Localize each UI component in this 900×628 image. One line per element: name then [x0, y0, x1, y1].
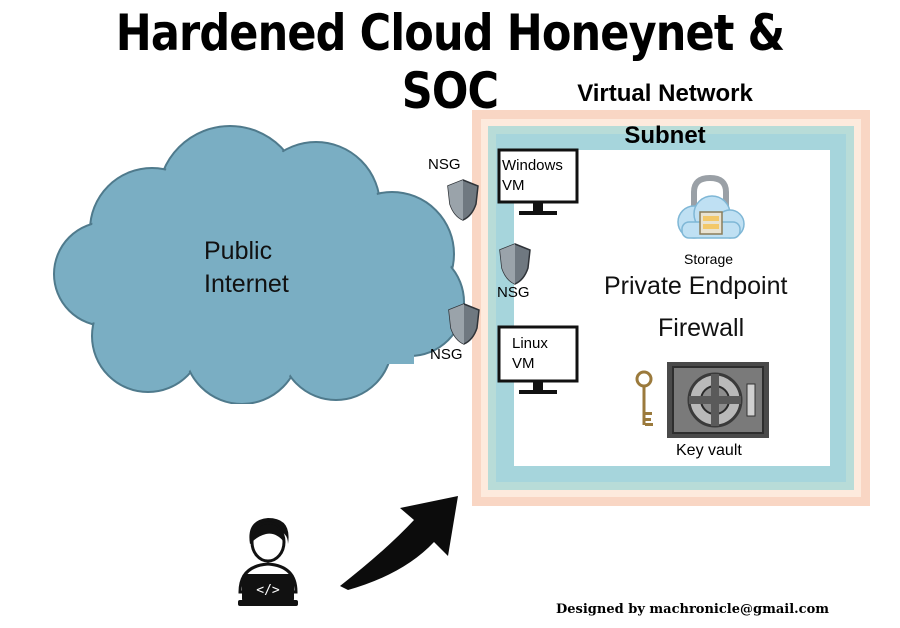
- subnet-label: Subnet: [624, 122, 706, 149]
- hacker-icon: </>: [238, 518, 298, 606]
- nsg-label-top: NSG: [428, 156, 461, 173]
- shield-icon: [447, 179, 479, 221]
- page-title: Hardened Cloud Honeynet & SOC: [115, 4, 785, 120]
- shield-icon: [499, 243, 531, 285]
- credit-text: Designed by machronicle@gmail.com: [556, 602, 829, 617]
- vault-icon: [667, 362, 769, 438]
- key-vault-label: Key vault: [676, 442, 742, 459]
- private-endpoint-label: Private Endpoint: [604, 272, 788, 300]
- firewall-label: Firewall: [658, 314, 745, 342]
- cloud-icon: [53, 125, 465, 404]
- arrow-icon: [340, 496, 458, 590]
- monitor-icon: [497, 148, 579, 215]
- linux-vm-label-line2: VM: [512, 355, 535, 372]
- nsg-label-mid: NSG: [497, 284, 530, 301]
- windows-vm-label-line1: Windows: [502, 157, 563, 174]
- shield-icon: [448, 303, 480, 345]
- linux-vm-label-line1: Linux: [512, 335, 548, 352]
- windows-vm-label-line2: VM: [502, 177, 525, 194]
- storage-label: Storage: [684, 251, 734, 267]
- virtual-network-label: Virtual Network: [577, 80, 753, 107]
- storage-cloud-lock-icon: [677, 174, 745, 239]
- svg-text:</>: </>: [256, 583, 280, 598]
- nsg-label-bottom: NSG: [430, 346, 463, 363]
- key-icon: [635, 370, 653, 426]
- monitor-icon: [497, 325, 579, 394]
- cloud-label-line2: Internet: [204, 270, 289, 298]
- cloud-label-line1: Public: [204, 237, 273, 265]
